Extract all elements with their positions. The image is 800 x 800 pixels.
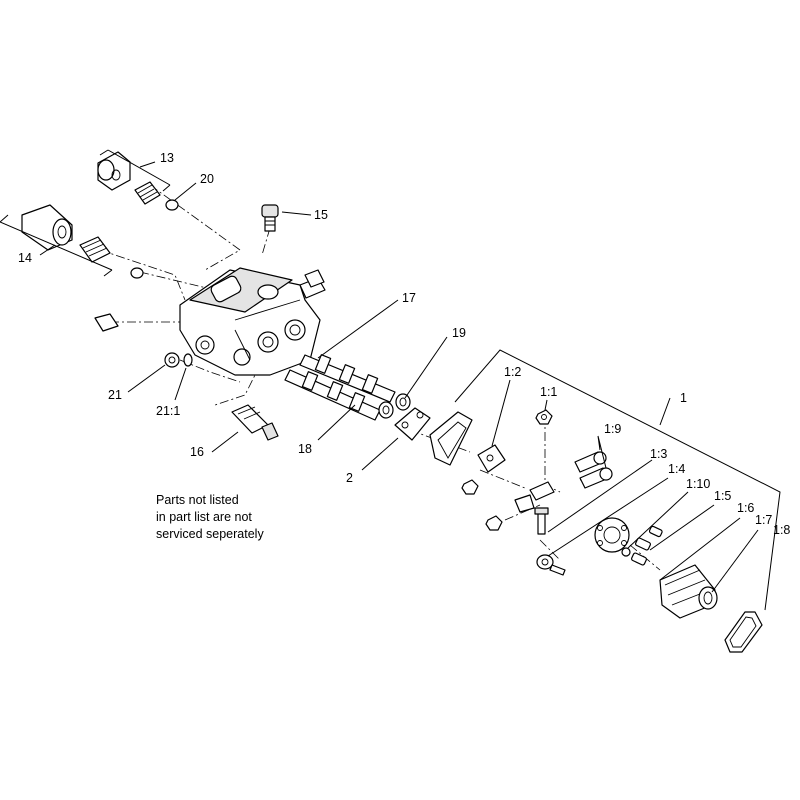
- callout-1-10: 1:10: [686, 477, 710, 491]
- callout-1: 1: [680, 391, 687, 405]
- callout-1-9: 1:9: [604, 422, 621, 436]
- callout-2: 2: [346, 471, 353, 485]
- callout-1-4: 1:4: [668, 462, 685, 476]
- callout-1-3: 1:3: [650, 447, 667, 461]
- part-1-7-boot: [659, 564, 718, 619]
- part-1-2-bracket-plate: [429, 411, 506, 473]
- part-13-relief-cartridge: [97, 151, 179, 211]
- part-1-4-cover-plate: [594, 517, 630, 553]
- note-line-1: Parts not listed: [156, 493, 239, 507]
- part-1-10-washer: [621, 547, 631, 557]
- callout-16: 16: [190, 445, 204, 459]
- part-19-seals: [378, 393, 411, 419]
- part-14-relief-cartridge: [21, 204, 144, 279]
- callout-19: 19: [452, 326, 466, 340]
- callout-1-2: 1:2: [504, 365, 521, 379]
- leader-lines: [0, 149, 781, 611]
- part-1-9-ball-joints: [574, 451, 613, 489]
- part-15-fitting: [261, 204, 279, 232]
- part-16-valve: [231, 404, 279, 441]
- part-2-plate: [394, 407, 431, 441]
- callout-1-6: 1:6: [737, 501, 754, 515]
- part-17-spool: [299, 354, 396, 403]
- part-1-rod-end: [536, 554, 566, 576]
- service-note: Parts not listed in part list are not se…: [156, 493, 264, 541]
- part-1-5-screws: [631, 525, 663, 566]
- note-line-2: in part list are not: [156, 510, 252, 524]
- callout-1-7: 1:7: [755, 513, 772, 527]
- callout-labels: 13 20 14 15 17 19 21 21:1 18 16 2 1 1:1 …: [18, 151, 790, 537]
- callout-1-8: 1:8: [773, 523, 790, 537]
- callout-13: 13: [160, 151, 174, 165]
- callout-1-1: 1:1: [540, 385, 557, 399]
- callout-21: 21: [108, 388, 122, 402]
- body-plugs: [94, 269, 325, 332]
- callout-20: 20: [200, 172, 214, 186]
- part-1-link: [514, 481, 555, 513]
- callout-1-5: 1:5: [714, 489, 731, 503]
- callout-18: 18: [298, 442, 312, 456]
- note-line-3: serviced seperately: [156, 527, 264, 541]
- callout-17: 17: [402, 291, 416, 305]
- callout-14: 14: [18, 251, 32, 265]
- callout-21-1: 21:1: [156, 404, 180, 418]
- part-1-3-pin: [534, 507, 549, 535]
- part-1-8-seal-ring: [724, 611, 763, 653]
- part-1-nuts-small: [461, 479, 503, 531]
- callout-15: 15: [314, 208, 328, 222]
- part-1-1-nut: [535, 409, 553, 425]
- part-21-plug: [164, 352, 193, 368]
- part-18-spool: [284, 369, 381, 421]
